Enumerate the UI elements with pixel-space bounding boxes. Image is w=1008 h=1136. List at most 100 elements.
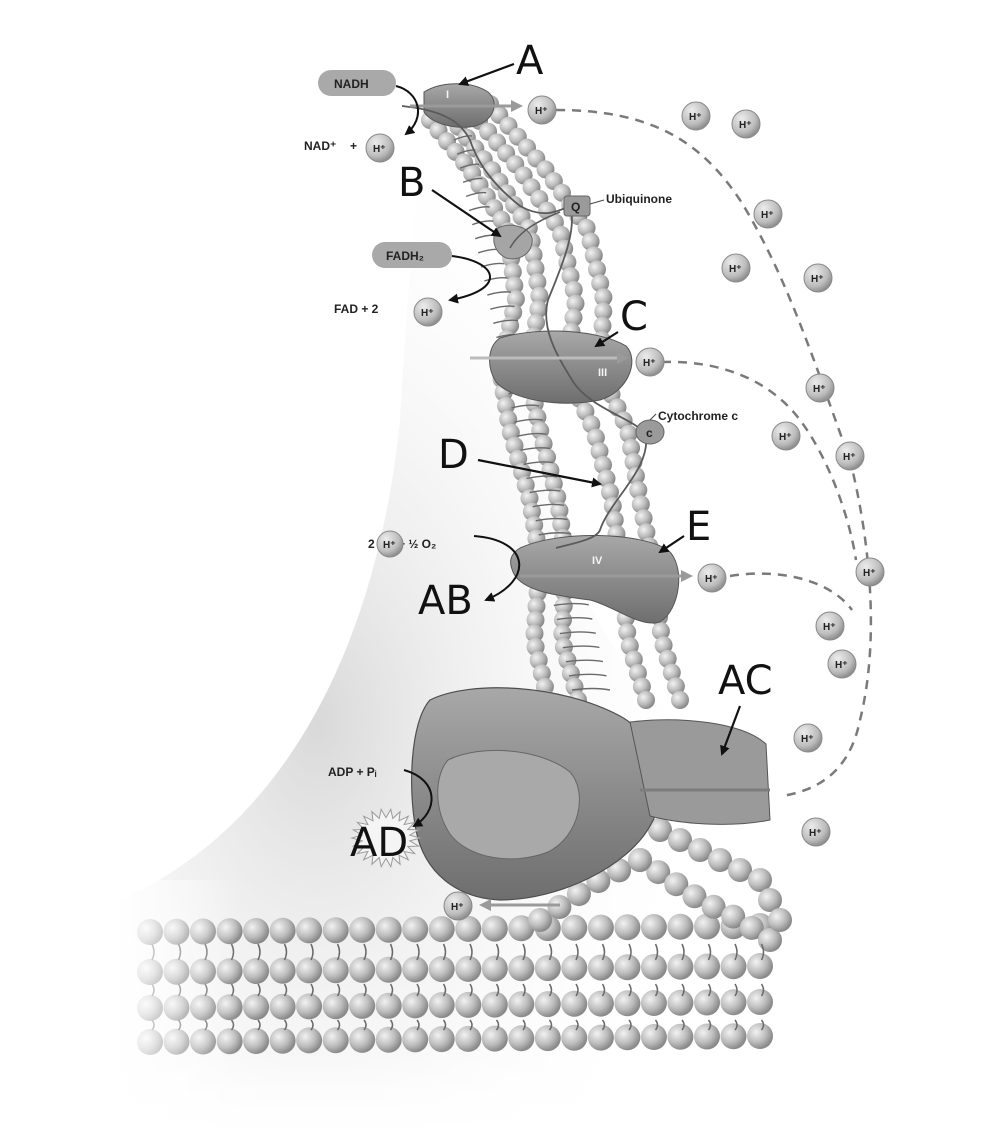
lipid-head (243, 918, 270, 944)
h-plus-text: H⁺ (811, 274, 824, 285)
h-plus-text: H⁺ (383, 540, 396, 551)
lipid-head (550, 501, 569, 520)
fadh2-pill: FADH₂ (372, 242, 452, 268)
proton-gradient-dashed-lines (555, 108, 873, 798)
lipid-head (566, 882, 591, 907)
lipid-head (667, 1023, 694, 1050)
lipid-head (631, 495, 650, 514)
cytochrome-c-blob: c (635, 419, 665, 445)
complex-i-label: I (446, 89, 449, 101)
atp-synthase (411, 687, 771, 901)
lipid-head (624, 452, 643, 471)
lipid-tail (654, 943, 659, 961)
cytochrome-leader (649, 413, 657, 421)
lipid-head (534, 1025, 561, 1052)
h-plus-ion: H⁺ (835, 441, 865, 471)
lipid-tail (601, 943, 606, 961)
lipid-head (481, 955, 508, 982)
lipid-tail (601, 983, 606, 997)
lipid-tail (416, 983, 420, 997)
lipid-head (547, 895, 572, 919)
lipid-tail (760, 1019, 765, 1031)
lipid-tail (257, 943, 261, 961)
c-text: c (646, 426, 653, 440)
fadh2-text: FADH₂ (386, 249, 424, 263)
lipid-head (594, 288, 613, 307)
lipid-head (534, 991, 561, 1018)
label-b-group: B (398, 160, 502, 238)
lipid-head (561, 954, 588, 981)
lipid-head (637, 691, 655, 709)
h-plus-ion: H⁺ (681, 101, 711, 131)
lipid-tail (681, 1019, 685, 1031)
lipid-head (648, 818, 672, 842)
lipid-head (720, 953, 747, 980)
label-ab-group: AB (418, 578, 473, 624)
lipid-tail (520, 447, 550, 451)
lipid-tail (575, 1019, 579, 1031)
corner-row-3 (528, 848, 652, 932)
lipid-tail (553, 602, 589, 607)
lipid-head (455, 955, 482, 982)
h-plus-ion: H⁺ (721, 253, 751, 283)
lipid-head (566, 294, 585, 313)
lipid-tail (548, 983, 553, 997)
lipid-head (593, 316, 612, 335)
h-plus-ion: H⁺ (443, 891, 473, 921)
adp-pi-text: ADP + Pᵢ (328, 765, 377, 779)
lipid-tail (522, 943, 526, 961)
lipid-head (747, 989, 773, 1015)
lipid-head (721, 904, 746, 929)
lipid-head (402, 916, 429, 943)
lipid-head (269, 993, 296, 1020)
lipid-head (349, 1026, 376, 1053)
lipid-tail (471, 220, 494, 226)
label-d-group: D (438, 432, 602, 488)
lipid-tail (568, 673, 607, 677)
electron-path-fadh2 (509, 211, 561, 249)
lipid-tail (257, 983, 261, 997)
lipid-head (629, 481, 648, 500)
h-plus-text: H⁺ (779, 432, 792, 443)
lipid-head (747, 953, 773, 979)
lipid-tail (363, 1019, 367, 1031)
fadh2-arrow (448, 255, 491, 304)
lipid-head (243, 958, 270, 984)
complex-iv: IV (510, 534, 680, 624)
lipid-head (654, 636, 673, 655)
lipid-head (728, 858, 752, 882)
lipid-head (667, 953, 694, 980)
lipid-tail (389, 943, 394, 961)
lipid-head (720, 1023, 747, 1050)
lipid-tail (416, 1019, 420, 1031)
lipid-head (587, 990, 614, 1017)
lipid-head (688, 838, 712, 862)
h-plus-ion: H⁺ (527, 95, 557, 125)
h-plus-ion: H⁺ (771, 421, 801, 451)
lipid-head (748, 868, 772, 892)
h-plus-ion: H⁺ (805, 373, 835, 403)
h-plus-ion: H⁺ (731, 109, 761, 139)
lipid-tail (493, 319, 519, 324)
lipid-head (747, 1023, 773, 1049)
lipid-head (666, 677, 685, 696)
label-ab: AB (418, 578, 473, 624)
lipid-head (594, 302, 613, 321)
lipid-tail (565, 659, 604, 663)
nad-plus-text: NAD⁺ (304, 139, 336, 153)
lipid-tail (681, 983, 685, 997)
lipid-head (586, 428, 605, 447)
lipid-head (564, 280, 583, 299)
lipid-tail (529, 489, 561, 494)
lipid-head (322, 957, 349, 984)
lipid-head (243, 994, 270, 1020)
lipid-tail (469, 1019, 473, 1031)
lipid-tail (336, 1019, 341, 1031)
lipid-tail (517, 432, 547, 437)
lipid-tail (548, 1019, 553, 1031)
lipid-tail (511, 404, 540, 409)
lipid-head (499, 410, 518, 429)
label-ad: AD (350, 820, 408, 866)
lipid-head (554, 597, 573, 616)
